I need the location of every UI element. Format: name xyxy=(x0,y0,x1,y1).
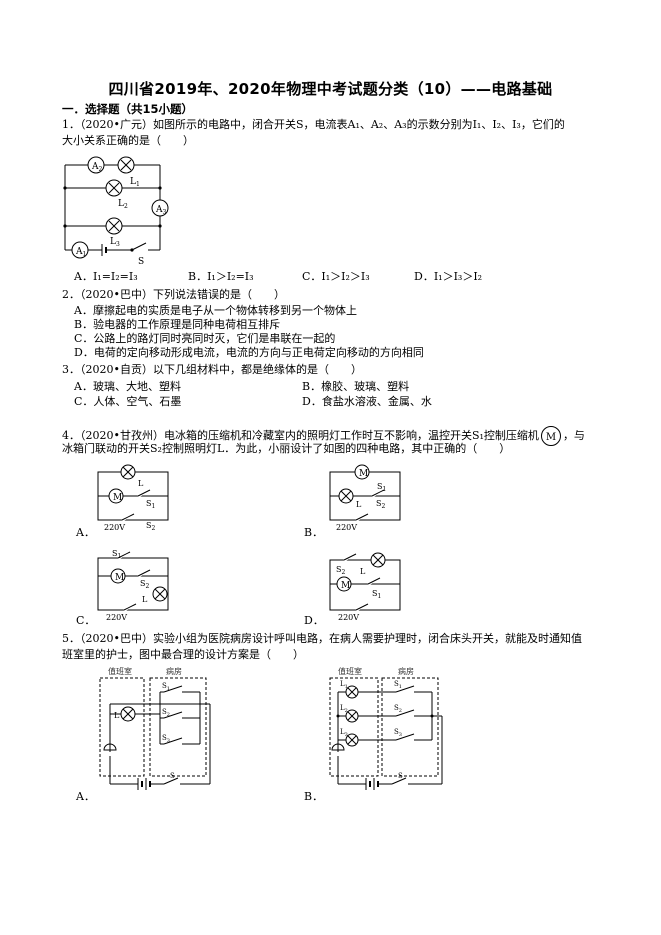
svg-text:M: M xyxy=(113,493,122,503)
label-a1: A1 xyxy=(75,247,86,258)
question-4-stem-line1: 4．（2020•甘孜州）电冰箱的压缩机和冷藏室内的照明灯工作时互不影响，温控开关… xyxy=(62,424,607,448)
question-4-stem-line2: 冰箱门联动的开关S₂控制照明灯L．为此，小丽设计了如图的四种电路，其中正确的（ … xyxy=(62,442,511,455)
page-title: 四川省2019年、2020年物理中考试题分类（10）——电路基础 xyxy=(108,80,553,98)
svg-text:病房: 病房 xyxy=(166,666,182,676)
question-5-stem-line1: 5．（2020•巴中）实验小组为医院病房设计呼叫电路，在病人需要护理时，闭合床头… xyxy=(62,632,582,645)
question-2-option-b[interactable]: B．验电器的工作原理是同种电荷相互排斥 xyxy=(74,318,281,331)
question-3-option-b[interactable]: B．橡胶、玻璃、塑料 xyxy=(302,380,410,393)
svg-text:S3: S3 xyxy=(162,734,170,744)
question-1-option-a[interactable]: A．I₁=I₂=I₃ xyxy=(74,270,138,283)
svg-text:M: M xyxy=(115,573,124,583)
label-l3: L3 xyxy=(110,237,120,248)
question-2-option-a[interactable]: A．摩擦起电的实质是电子从一个物体转移到另一个物体上 xyxy=(74,304,357,317)
question-3-option-a[interactable]: A．玻璃、大地、塑料 xyxy=(74,380,181,393)
question-3-option-d[interactable]: D．食盐水溶液、金属、水 xyxy=(302,395,432,408)
svg-text:S1: S1 xyxy=(162,682,170,692)
svg-text:S2: S2 xyxy=(146,521,155,532)
question-4-circuit-a: M L S1 S2 220V xyxy=(97,464,169,532)
svg-text:L: L xyxy=(360,567,366,576)
question-4-option-c[interactable]: C． xyxy=(76,614,96,627)
question-1-option-b[interactable]: B．I₁＞I₂=I₃ xyxy=(188,270,254,283)
question-4-option-a[interactable]: A． xyxy=(76,526,95,539)
svg-text:S1: S1 xyxy=(112,549,121,560)
question-1-stem-line2: 大小关系正确的是（ ） xyxy=(62,134,194,147)
svg-text:病房: 病房 xyxy=(398,666,414,676)
svg-text:M: M xyxy=(341,581,350,591)
label-a2: A2 xyxy=(91,162,103,173)
svg-text:S1: S1 xyxy=(146,499,155,510)
svg-text:S2: S2 xyxy=(336,565,345,576)
svg-text:值班室: 值班室 xyxy=(108,666,132,676)
svg-text:L: L xyxy=(138,479,144,488)
question-1-option-c[interactable]: C．I₁＞I₂＞I₃ xyxy=(302,270,370,283)
svg-text:S2: S2 xyxy=(162,708,170,718)
svg-text:220V: 220V xyxy=(106,613,127,622)
label-l2: L2 xyxy=(118,199,128,210)
label-l1: L1 xyxy=(130,177,140,188)
svg-text:S1: S1 xyxy=(394,680,402,690)
svg-text:L3: L3 xyxy=(340,728,348,738)
svg-text:220V: 220V xyxy=(338,613,359,622)
svg-text:L2: L2 xyxy=(340,704,348,714)
question-5-option-a[interactable]: A． xyxy=(76,790,95,803)
svg-text:L: L xyxy=(142,595,148,604)
label-s: S xyxy=(138,257,144,267)
svg-text:值班室: 值班室 xyxy=(338,666,362,676)
question-3-option-c[interactable]: C．人体、空气、石墨 xyxy=(74,395,182,408)
motor-icon: M xyxy=(540,426,561,446)
question-2-stem: 2．（2020•巴中）下列说法错误的是（ ） xyxy=(62,288,285,301)
label-a3: A3 xyxy=(155,205,167,216)
question-1-circuit-diagram: A2 L1 L2 A3 L3 A1 S xyxy=(63,156,169,267)
question-5-stem-line2: 班室里的护士，图中最合理的设计方案是（ ） xyxy=(62,648,304,661)
svg-text:220V: 220V xyxy=(104,523,125,532)
svg-text:S1: S1 xyxy=(377,482,386,493)
question-4-option-d[interactable]: D． xyxy=(304,614,324,627)
svg-text:L: L xyxy=(114,711,120,720)
question-5-option-b[interactable]: B． xyxy=(304,790,324,803)
question-4-circuit-b: M L S1 S2 220V xyxy=(329,464,401,532)
section-heading: 一．选择题（共15小题） xyxy=(62,102,194,116)
svg-text:L: L xyxy=(356,500,362,509)
svg-text:M: M xyxy=(359,469,368,479)
svg-text:S: S xyxy=(398,772,403,780)
question-4-circuit-d: S2 L M S1 220V xyxy=(329,552,401,622)
question-5-circuit-a: 值班室 病房 L S1 S2 S3 S xyxy=(99,666,211,790)
svg-text:L1: L1 xyxy=(340,680,348,690)
question-2-option-c[interactable]: C．公路上的路灯同时亮同时灭，它们是串联在一起的 xyxy=(74,332,336,345)
question-2-option-d[interactable]: D．电荷的定向移动形成电流，电流的方向与正电荷定向移动的方向相同 xyxy=(74,346,424,359)
question-4-circuit-c: S1 M S2 L 220V xyxy=(97,549,169,622)
question-1-stem-line1: 1．（2020•广元）如图所示的电路中，闭合开关S，电流表A₁、A₂、A₃的示数… xyxy=(62,118,565,131)
svg-text:220V: 220V xyxy=(336,523,357,532)
svg-text:S1: S1 xyxy=(372,589,381,600)
svg-text:S2: S2 xyxy=(394,704,402,714)
svg-text:S2: S2 xyxy=(376,499,385,510)
svg-text:S: S xyxy=(170,772,175,780)
svg-text:S2: S2 xyxy=(140,579,149,590)
question-1-option-d[interactable]: D．I₁＞I₃＞I₂ xyxy=(414,270,483,283)
question-3-stem: 3．（2020•自贡）以下几组材料中，都是绝缘体的是（ ） xyxy=(62,363,362,376)
question-5-circuit-b: 值班室 病房 L1 L2 L3 S1 S2 S3 S xyxy=(329,666,443,790)
svg-text:S3: S3 xyxy=(394,728,402,738)
question-4-option-b[interactable]: B． xyxy=(304,526,324,539)
svg-text:M: M xyxy=(546,432,556,443)
